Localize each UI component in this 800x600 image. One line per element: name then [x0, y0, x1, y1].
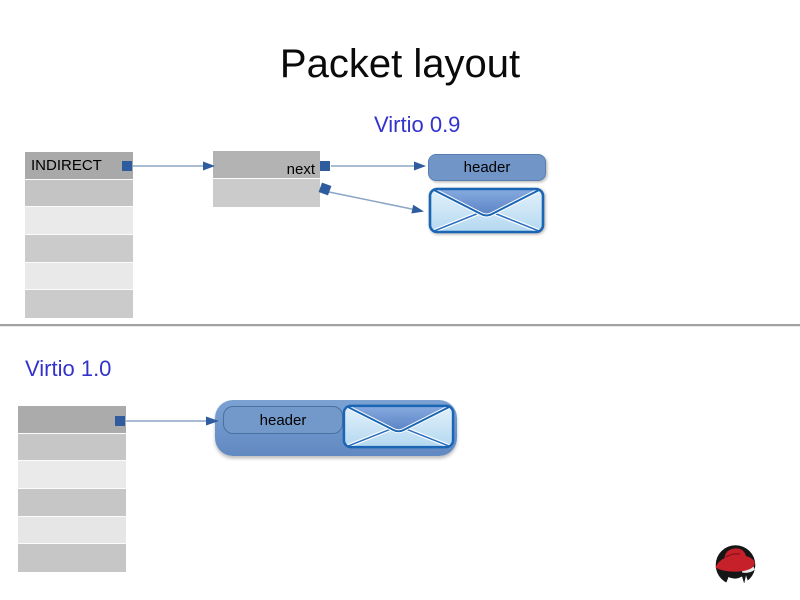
connector-square	[318, 182, 332, 196]
table-row	[25, 262, 133, 291]
virtio-09-section-label: Virtio 0.9	[374, 112, 461, 137]
table-row	[25, 207, 133, 235]
table-row	[18, 544, 126, 572]
arrow-desc-to-header	[331, 161, 426, 171]
arrow-table-to-capsule	[126, 416, 219, 426]
connector-square	[320, 161, 330, 171]
header-label: header	[463, 159, 511, 176]
combined-buffer-capsule: header	[215, 400, 457, 456]
virtio10-descriptor-table	[18, 406, 126, 572]
table-row	[213, 179, 320, 207]
descriptor-table: next	[213, 151, 320, 207]
table-row	[25, 234, 133, 263]
table-row	[25, 290, 133, 318]
table-row: next	[213, 151, 320, 179]
header-buffer-box: header	[223, 406, 343, 434]
table-row	[18, 488, 126, 517]
table-row	[25, 179, 133, 208]
header-buffer-box: header	[428, 154, 546, 181]
header-label: header	[259, 411, 307, 429]
virtio-10-section-label: Virtio 1.0	[25, 356, 112, 381]
redhat-shadowman-logo	[715, 545, 756, 586]
envelope-icon	[342, 404, 455, 449]
next-field-label: next	[286, 161, 315, 178]
page-title: Packet layout	[279, 42, 521, 86]
envelope-icon	[428, 187, 545, 234]
table-row	[18, 406, 126, 434]
indirect-descriptor-table: INDIRECT	[25, 152, 133, 318]
indirect-row-label: INDIRECT	[31, 157, 102, 174]
arrow-desc-to-envelope	[328, 191, 424, 214]
section-divider	[0, 324, 800, 327]
table-row	[18, 516, 126, 545]
arrow-indirect-to-desc	[132, 161, 215, 171]
table-row: INDIRECT	[25, 152, 133, 180]
table-row	[18, 461, 126, 489]
table-row	[18, 433, 126, 462]
